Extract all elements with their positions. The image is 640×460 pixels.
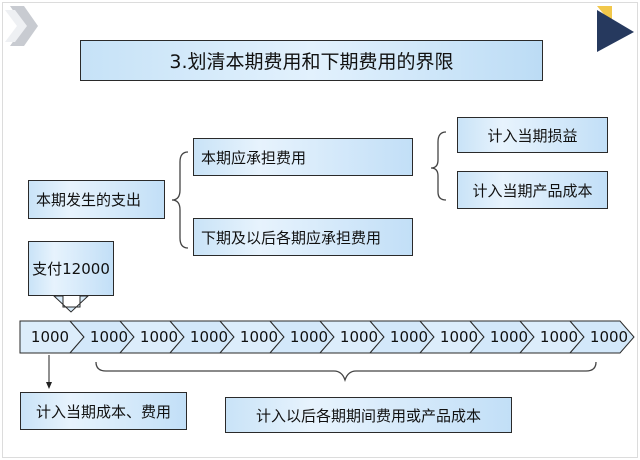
brace-left bbox=[171, 151, 189, 249]
timeline-period-label: 1000 bbox=[89, 328, 129, 346]
first-period-pointer-head bbox=[46, 382, 52, 389]
timeline-period-label: 1000 bbox=[439, 328, 479, 346]
timeline-period-label: 1000 bbox=[189, 328, 229, 346]
timeline-period-label: 1000 bbox=[239, 328, 279, 346]
timeline-period-label: 1000 bbox=[389, 328, 429, 346]
brace-bottom bbox=[95, 361, 597, 383]
current-profit-loss-box: 计入当期损益 bbox=[457, 117, 608, 153]
payment-down-arrow bbox=[52, 295, 90, 313]
timeline-period-label: 1000 bbox=[289, 328, 329, 346]
first-period-result-box: 计入当期成本、费用 bbox=[20, 392, 187, 430]
corner-left-white-chevron bbox=[5, 10, 27, 42]
timeline-period-label: 1000 bbox=[139, 328, 179, 346]
timeline-period-label: 1000 bbox=[539, 328, 579, 346]
timeline-segment bbox=[568, 320, 635, 354]
timeline-period-label: 1000 bbox=[489, 328, 529, 346]
timeline-period-label: 1000 bbox=[30, 328, 70, 346]
current-product-cost-box: 计入当期产品成本 bbox=[457, 171, 608, 209]
current-expense-box: 本期发生的支出 bbox=[28, 180, 165, 219]
corner-right-navy-chevron bbox=[597, 10, 634, 52]
timeline-period-label: 1000 bbox=[339, 328, 379, 346]
later-periods-result-box: 计入以后各期期间费用或产品成本 bbox=[225, 397, 512, 433]
brace-right bbox=[430, 131, 447, 201]
future-period-cost-box: 下期及以后各期应承担费用 bbox=[193, 218, 413, 256]
payment-box: 支付12000 bbox=[28, 241, 114, 296]
slide-title: 3.划清本期费用和下期费用的界限 bbox=[80, 40, 543, 81]
timeline-period-label: 1000 bbox=[589, 328, 629, 346]
current-period-cost-box: 本期应承担费用 bbox=[193, 138, 413, 176]
timeline-arrows bbox=[19, 320, 635, 354]
